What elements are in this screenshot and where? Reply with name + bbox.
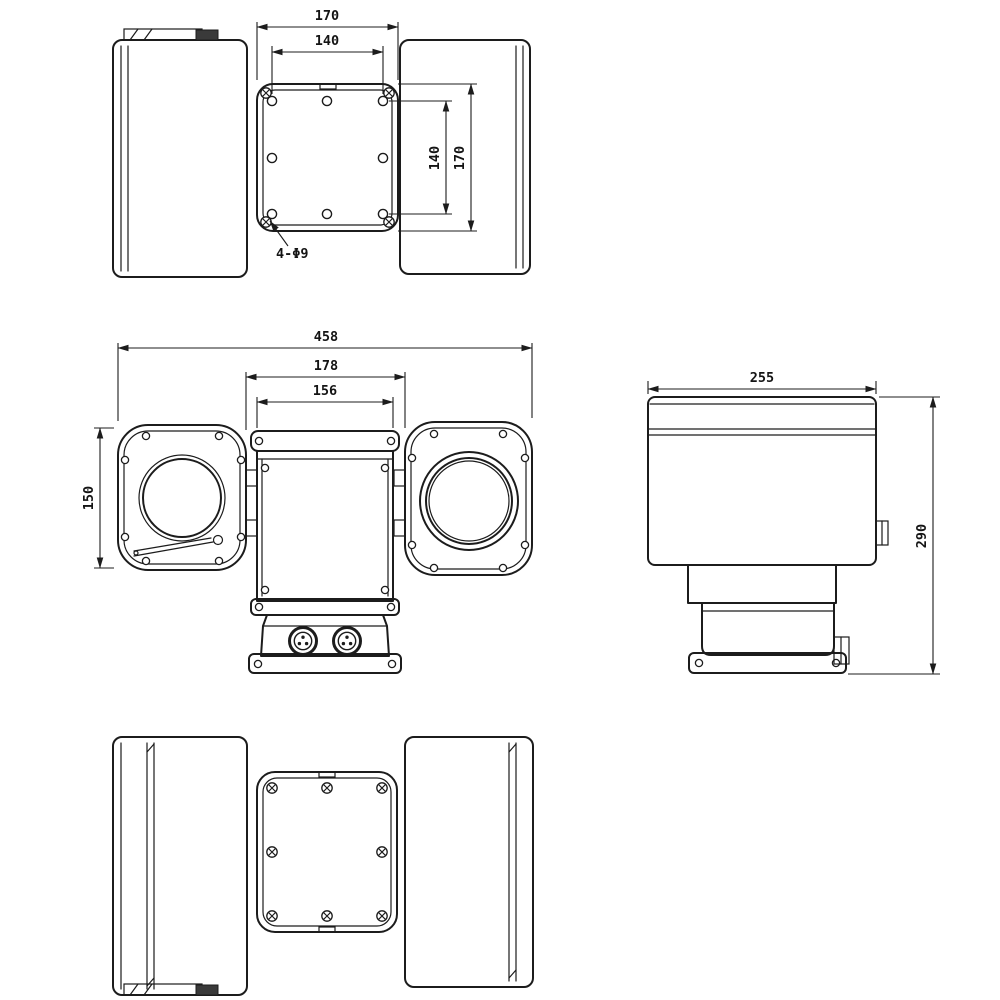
front-right-housing	[393, 421, 533, 576]
plate-top-notch	[319, 83, 337, 90]
dim-side-depth: 255	[750, 370, 774, 386]
front-pedestal	[248, 614, 402, 674]
dim-side-overall-height: 290	[914, 524, 930, 548]
wiper-arm	[133, 534, 224, 557]
side-view-dimensions: 255 290	[647, 370, 940, 675]
dim-front-overall-width: 458	[314, 329, 338, 345]
dim-top-hole-height: 140	[427, 146, 443, 170]
top-handle-bracket	[123, 28, 219, 41]
plate-bolt-holes	[266, 95, 389, 220]
front-center-body	[250, 430, 400, 616]
top-view-dimensions: 170 140 140 170 4-Φ9	[256, 8, 477, 262]
dim-front-body-width: 156	[313, 383, 337, 399]
bottom-view	[112, 736, 534, 996]
optical-lens-inner	[428, 460, 510, 542]
side-view: 255 290	[647, 370, 940, 675]
body-screws	[254, 436, 396, 612]
bottom-left-housing	[112, 736, 248, 996]
dim-hole-callout: 4-Φ9	[276, 246, 309, 262]
bottom-right-housing	[404, 736, 534, 988]
left-mount-tab-lower	[245, 519, 258, 537]
dim-top-outer-height: 170	[452, 146, 468, 170]
body-top-cap	[250, 430, 400, 452]
dim-front-inner-width: 178	[314, 358, 338, 374]
side-pedestal	[687, 564, 850, 674]
plate-corner-screws	[260, 87, 395, 228]
side-body	[647, 396, 889, 566]
optical-lens-ring	[425, 457, 513, 545]
connector-plug-right	[332, 626, 362, 656]
right-mount-tab-upper	[393, 469, 406, 487]
side-neck	[687, 564, 837, 604]
bottom-mounting-plate	[256, 771, 398, 933]
top-view: 170 140 140 170 4-Φ9	[112, 8, 531, 278]
body-main	[256, 450, 394, 602]
bottom-plate-bottom-notch	[318, 926, 336, 933]
bottom-handle-bracket	[123, 983, 219, 996]
bottom-plate-screws	[266, 782, 388, 922]
front-left-housing	[117, 424, 258, 571]
dim-top-hole-width: 140	[315, 33, 339, 49]
top-right-housing	[399, 39, 531, 275]
front-left-housing-screws	[120, 431, 246, 566]
thermal-lens	[142, 458, 222, 538]
side-base-flange	[688, 652, 847, 674]
top-left-housing	[112, 39, 248, 278]
dim-front-housing-height: 150	[81, 486, 97, 510]
connector-plug-left	[288, 626, 318, 656]
thermal-lens-ring	[138, 454, 226, 542]
dim-top-outer-width: 170	[315, 8, 339, 24]
front-view: 458 178 156 150	[81, 329, 533, 674]
optical-lens-outer	[419, 451, 519, 551]
base-flange	[248, 653, 402, 674]
front-view-dimensions: 458 178 156 150	[81, 329, 533, 569]
left-mount-tab-upper	[245, 469, 258, 487]
top-mounting-plate	[256, 83, 399, 232]
right-mount-tab-lower	[393, 519, 406, 537]
bottom-plate-top-notch	[318, 771, 336, 778]
